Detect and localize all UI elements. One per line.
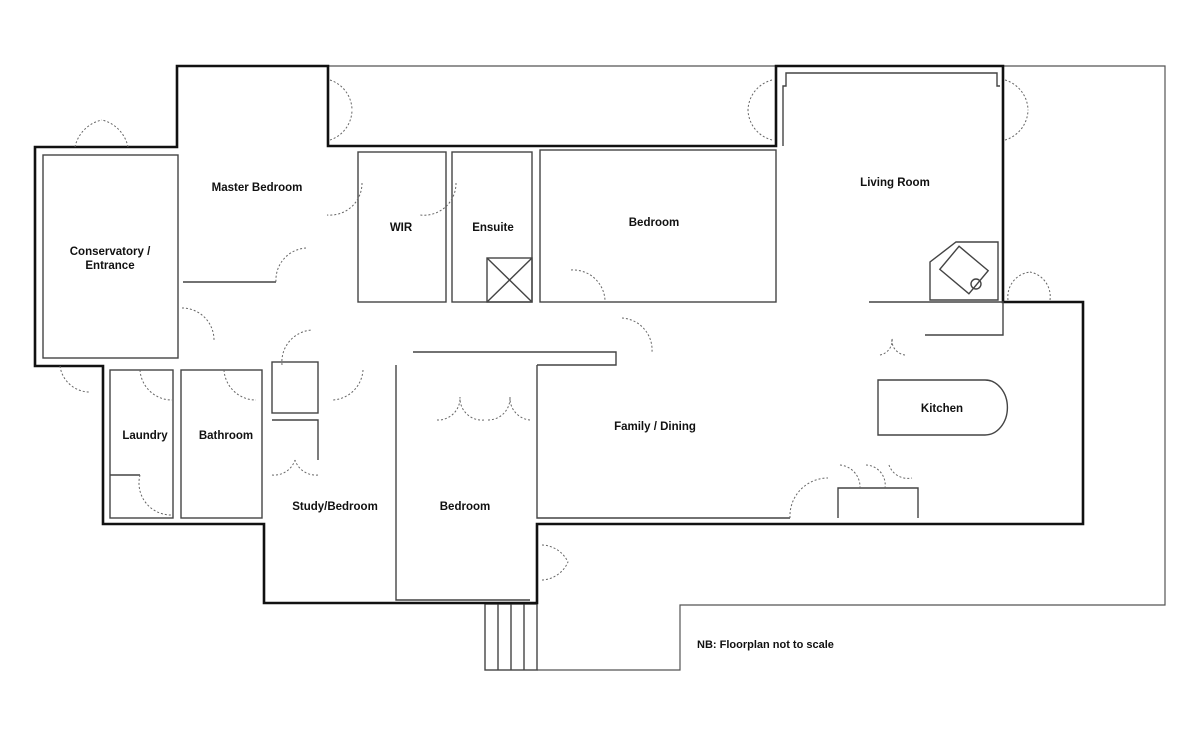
bedroom-bottom-outline: [395, 365, 530, 601]
bathroom-door: [223, 369, 257, 401]
exterior-wall: [33, 64, 1085, 605]
label-master-bedroom: Master Bedroom: [212, 182, 303, 194]
bedroom-top-door: [570, 269, 606, 301]
laundry-outline: [109, 369, 174, 519]
label-bedroom-top: Bedroom: [629, 217, 679, 229]
hallway-wall: [413, 351, 617, 366]
label-ensuite: Ensuite: [472, 222, 514, 234]
side-french-door: [541, 544, 569, 581]
interior-walls: [42, 72, 1009, 601]
kitchen-bench-bottom: [837, 487, 919, 518]
kitchen-french-door: [1007, 271, 1051, 301]
study-robe-door: [271, 459, 319, 476]
wir-door: [326, 182, 363, 216]
living-room-french-door-right: [1004, 79, 1029, 141]
scale-note: NB: Floorplan not to scale: [697, 639, 834, 651]
label-bathroom: Bathroom: [199, 430, 253, 442]
label-study-bedroom: Study/Bedroom: [292, 501, 378, 513]
living-room-french-door-left: [747, 79, 773, 141]
master-bedroom-door: [275, 247, 307, 283]
family-exterior-door: [789, 477, 829, 519]
fireplace: [929, 241, 999, 301]
conservatory-french-door: [74, 119, 129, 148]
bedroom-robe-doors: [436, 396, 531, 421]
kitchen-island: [877, 379, 1009, 436]
conservatory-door: [181, 307, 215, 341]
conservatory-side-door: [59, 365, 91, 393]
lot-boundary: [328, 65, 1166, 671]
label-bedroom-bottom: Bedroom: [440, 501, 490, 513]
label-family-dining: Family / Dining: [614, 421, 696, 433]
doors: [59, 79, 1051, 581]
wir-outline: [357, 151, 447, 303]
label-wir: WIR: [390, 222, 413, 234]
family-dining-outline: [536, 365, 790, 519]
laundry-door: [139, 369, 173, 401]
kitchen-cupboard-door: [879, 337, 906, 356]
ensuite-door: [419, 182, 457, 216]
conservatory-outline: [42, 154, 179, 359]
closet: [271, 361, 319, 414]
laundry-cupboard-door: [138, 474, 173, 516]
label-living-room: Living Room: [860, 177, 930, 189]
label-conservatory-2: Entrance: [85, 260, 134, 272]
bedroom-bottom-door: [331, 369, 364, 401]
bedroom-top-outline: [539, 149, 777, 303]
entry-steps: [484, 603, 538, 671]
label-kitchen: Kitchen: [921, 403, 963, 415]
living-room-outline: [782, 72, 1000, 146]
hall-door: [621, 317, 653, 353]
label-conservatory-1: Conservatory /: [70, 246, 151, 258]
shower: [486, 257, 533, 303]
study-outline: [272, 419, 319, 460]
label-laundry: Laundry: [122, 430, 168, 442]
pantry-doors: [839, 464, 913, 489]
kitchen-bench-top: [869, 301, 1004, 336]
master-bedroom-french-door: [329, 79, 353, 141]
bathroom-outline: [180, 369, 263, 519]
hall-door-2: [281, 329, 313, 366]
